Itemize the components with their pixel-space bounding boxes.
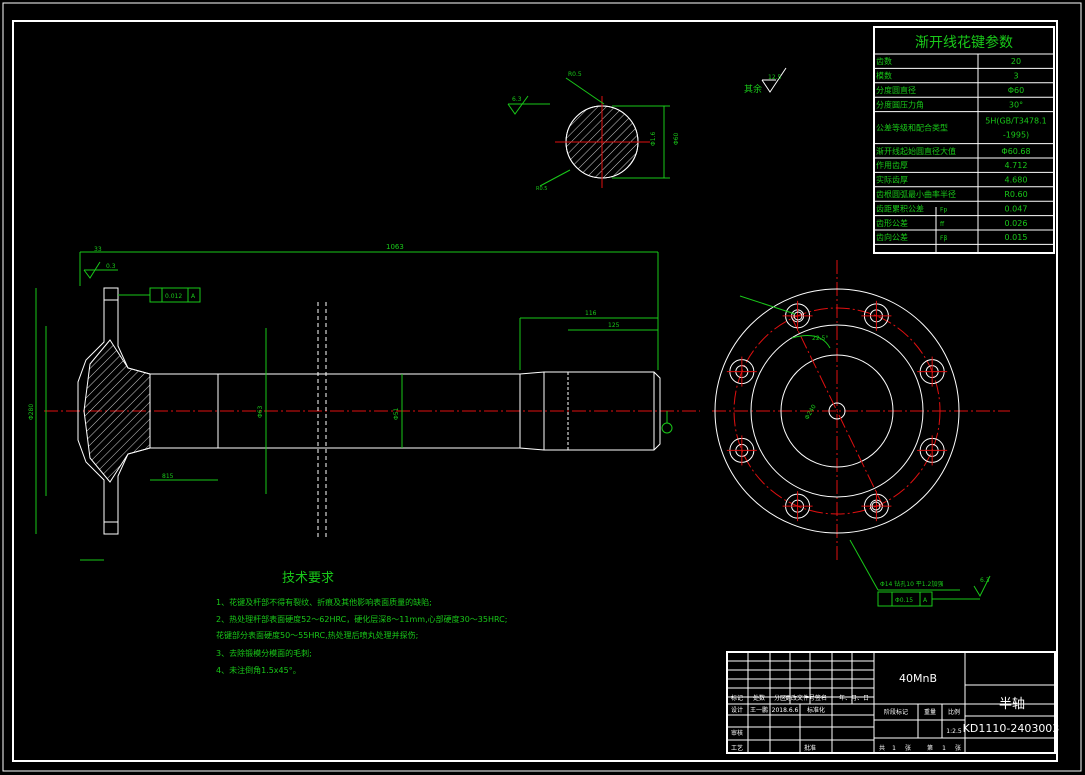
dim-diam-body: Φ51	[393, 407, 400, 420]
title-design-cell: 王一鹏	[750, 706, 768, 714]
title-row-label: 标记	[731, 694, 743, 702]
title-design-cell: 设计	[731, 706, 743, 714]
technical-requirements: 技术要求 1、花键及杆部不得有裂纹、折痕及其他影响表面质量的缺陷; 2、热处理杆…	[216, 571, 507, 675]
dim-mid-length: 815	[162, 473, 174, 480]
title-stage-2: 重量	[924, 708, 936, 716]
tech-item-3: 花键部分表面硬度50～55HRC,热处理后喷丸处理并探伤;	[216, 630, 418, 640]
spline-row-label: 分度圆直径	[876, 85, 916, 95]
spline-row-symbol: Fp	[940, 206, 947, 213]
tech-item-4: 3、去除锻模分模面的毛刺;	[216, 648, 312, 658]
title-check: 审核	[731, 729, 743, 737]
tech-item-2: 2、热处理杆部表面硬度52～62HRC，硬化层深8～11mm,心部硬度30～35…	[216, 614, 507, 624]
spline-row-label: 公差等级和配合类型	[876, 123, 948, 133]
section-dim-d1: R0.5	[568, 71, 582, 78]
flange-roughness: 6.3	[980, 577, 990, 584]
spline-row-label: 作用齿厚	[876, 160, 908, 170]
section-dim-d3: Φ60	[673, 132, 680, 145]
spline-row-value: 4.712	[1005, 161, 1028, 170]
title-stage-1: 阶段标记	[884, 708, 908, 716]
title-row-label: 年、月、日	[839, 694, 869, 702]
spline-row-label: 齿数	[876, 56, 892, 66]
spline-parameter-table: 渐开线花键参数 齿数 20 模数 3 分度圆直径 Φ60 分度圆压力角 30° 公差等级和配合类…	[873, 26, 1055, 254]
flange-hole-note: Φ14 钻孔10 平1.2加强	[880, 580, 943, 588]
tech-item-5: 4、未注倒角1.5x45°。	[216, 665, 301, 675]
half-shaft-main-view: 1063 33 116 125 815 Φ63 Φ51 Φ280 0.012 A…	[28, 243, 700, 561]
rest-roughness-value: 12.5	[768, 74, 782, 81]
title-sheet-cell: 1	[942, 745, 946, 752]
spline-row-value: Φ60.68	[1001, 147, 1030, 156]
title-stage-3: 比例	[948, 708, 960, 716]
spline-row-value: 3	[1013, 72, 1018, 81]
section-dim-d4: R0.5	[536, 186, 547, 192]
title-approve: 批准	[804, 744, 816, 752]
spline-row-value: 5H(GB/T3478.1	[985, 117, 1047, 126]
tol-flatness: 0.012	[165, 293, 182, 300]
spline-row-label: 齿向公差	[876, 232, 908, 242]
spline-row-symbol: Fβ	[940, 235, 947, 242]
section-roughness: 6.3	[512, 96, 522, 103]
section-dim-d2: Φ1.6	[650, 132, 657, 146]
spline-row-value: 0.047	[1005, 204, 1028, 213]
tech-title: 技术要求	[282, 571, 334, 586]
rest-roughness: 其余 12.5	[744, 67, 787, 95]
spline-row-value: 30°	[1009, 100, 1023, 109]
spline-row-label: 实际齿厚	[876, 175, 908, 185]
title-scale: 1:2.5	[946, 728, 962, 735]
title-sheet-cell: 第	[927, 744, 933, 752]
spline-row-symbol: ff	[940, 221, 945, 228]
title-row-label: 签名	[815, 694, 827, 702]
dim-diam-flange: Φ280	[28, 404, 35, 420]
title-row-label: 处数	[753, 694, 765, 702]
spline-row-label: 齿距累积公差	[876, 203, 924, 213]
title-material: 40MnB	[899, 672, 937, 685]
title-design-cell: 标准化	[807, 706, 825, 714]
flange-roughness: 0.3	[106, 263, 116, 270]
title-block: 标记 处数 分区更改文件号签名 年、月、日设计王一鹏 2018.6.6 标准化审核工艺 批准…	[726, 651, 1060, 754]
spline-row-label: 齿根圆弧最小曲率半径	[876, 189, 956, 199]
dim-diam-mid: Φ63	[257, 405, 264, 418]
title-row-label: 更改文件号	[785, 694, 815, 702]
dim-left: 33	[94, 246, 102, 253]
flange-end-view: Φ240 22.5° Φ14 钻孔10 平1.2加强 Φ0.15 A 6.3	[712, 260, 1010, 607]
title-process: 工艺	[731, 744, 743, 752]
title-design-cell: 2018.6.6	[772, 707, 799, 714]
flange-ref: A	[923, 597, 928, 604]
spline-row-value: 0.026	[1005, 219, 1028, 228]
inner-frame	[12, 20, 1058, 762]
spline-row-value: 0.015	[1005, 233, 1028, 242]
dim-spline-inner: 125	[608, 322, 620, 329]
spline-row-value: R0.60	[1004, 190, 1027, 199]
spline-row-label: 分度圆压力角	[876, 99, 924, 109]
tol-ref: A	[191, 293, 196, 300]
flange-bolt-dia: Φ240	[804, 403, 818, 421]
spline-row-value: Φ60	[1008, 86, 1024, 95]
title-sheet-cell: 共	[879, 744, 885, 752]
spline-row-value-2: -1995)	[1003, 131, 1029, 140]
spline-row-value: 4.680	[1005, 176, 1028, 185]
spline-row-label: 齿形公差	[876, 218, 908, 228]
dim-total-length: 1063	[386, 243, 404, 251]
spline-section-view: Φ1.6 Φ60 R0.5 R0.5 6.3	[507, 71, 680, 192]
spline-row-label: 渐开线起始圆直径大值	[876, 146, 956, 156]
tech-item-1: 1、花键及杆部不得有裂纹、折痕及其他影响表面质量的缺陷;	[216, 597, 432, 607]
title-sheet-cell: 张	[905, 744, 911, 752]
title-row-label: 分区	[774, 694, 786, 702]
title-sheet-cell: 1	[892, 745, 896, 752]
spline-row-label: 模数	[876, 71, 892, 81]
spline-table-title: 渐开线花键参数	[915, 34, 1013, 51]
title-part-name: 半轴	[999, 697, 1025, 712]
title-sheet-cell: 张	[955, 744, 961, 752]
title-drawing-no: KD1110-2403003	[963, 722, 1060, 735]
rest-roughness-label: 其余	[744, 83, 762, 95]
spline-row-value: 20	[1011, 57, 1021, 66]
flange-tol: Φ0.15	[895, 597, 913, 604]
dim-spline-length: 116	[585, 310, 597, 317]
